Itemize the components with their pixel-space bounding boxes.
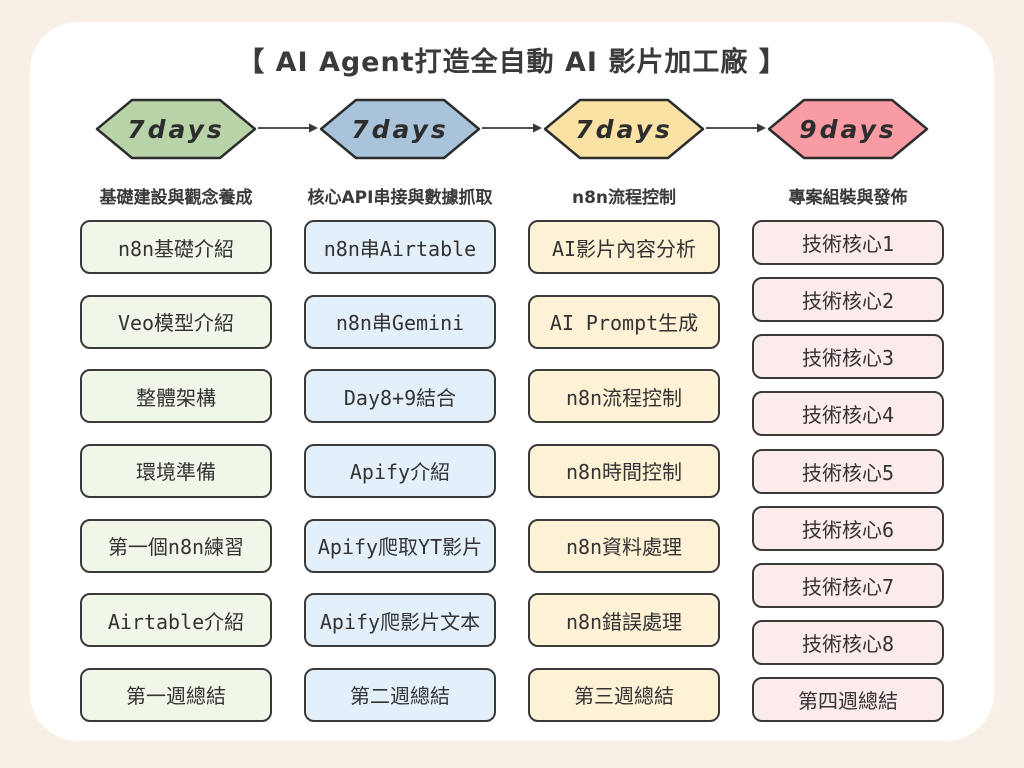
topic-box: 第二週總結 bbox=[304, 667, 496, 722]
duration-hexagon-week3: 7days bbox=[542, 97, 706, 161]
topic-box: n8n基礎介紹 bbox=[80, 220, 272, 274]
hexagon-shape bbox=[95, 98, 257, 160]
topic-box: 技術核心7 bbox=[752, 562, 944, 608]
topic-box: n8n串Gemini bbox=[304, 294, 496, 349]
duration-label: 7days bbox=[351, 114, 449, 144]
topic-box: 整體架構 bbox=[80, 369, 272, 424]
column-week1: 7days 基礎建設與觀念養成 n8n基礎介紹 Veo模型介紹 整體架構 環境準… bbox=[80, 97, 272, 727]
topic-box: 第三週總結 bbox=[528, 667, 720, 722]
topic-box: Apify爬取YT影片 bbox=[304, 518, 496, 573]
topic-box: Day8+9結合 bbox=[304, 369, 496, 424]
column-week4: 9days 專案組裝與發佈 技術核心1 技術核心2 技術核心3 技術核心4 技術… bbox=[752, 97, 944, 727]
column-subtitle: n8n流程控制 bbox=[571, 188, 677, 208]
topic-box: 技術核心3 bbox=[752, 334, 944, 380]
flow-arrow-icon bbox=[258, 123, 318, 133]
column-week2: 7days 核心API串接與數據抓取 n8n串Airtable n8n串Gemi… bbox=[304, 97, 496, 727]
topic-box: 環境準備 bbox=[80, 443, 272, 498]
column-week3: 7days n8n流程控制 AI影片內容分析 AI Prompt生成 n8n流程… bbox=[528, 97, 720, 727]
roadmap-card: 【 AI Agent打造全自動 AI 影片加工廠 】 7days 基礎建設與觀念… bbox=[30, 22, 994, 741]
duration-label: 7days bbox=[575, 114, 673, 144]
column-subtitle: 專案組裝與發佈 bbox=[788, 188, 908, 208]
duration-hexagon-week4: 9days bbox=[766, 97, 930, 161]
topic-box: Veo模型介紹 bbox=[80, 294, 272, 349]
topic-box: n8n錯誤處理 bbox=[528, 593, 720, 648]
topic-list: n8n基礎介紹 Veo模型介紹 整體架構 環境準備 第一個n8n練習 Airta… bbox=[80, 220, 272, 722]
column-subtitle: 核心API串接與數據抓取 bbox=[307, 188, 493, 208]
topic-box: 技術核心8 bbox=[752, 619, 944, 665]
topic-box: 技術核心4 bbox=[752, 391, 944, 437]
duration-hexagon-week2: 7days bbox=[318, 97, 482, 161]
topic-box: 技術核心6 bbox=[752, 505, 944, 551]
duration-label: 7days bbox=[127, 114, 225, 144]
page-title: 【 AI Agent打造全自動 AI 影片加工廠 】 bbox=[237, 47, 787, 78]
topic-box: 技術核心1 bbox=[752, 220, 944, 265]
hexagon-shape bbox=[767, 98, 929, 160]
duration-label: 9days bbox=[799, 114, 897, 144]
topic-box: AI影片內容分析 bbox=[528, 220, 720, 274]
topic-box: n8n串Airtable bbox=[304, 220, 496, 274]
column-subtitle: 基礎建設與觀念養成 bbox=[99, 188, 253, 208]
topic-box: 技術核心2 bbox=[752, 277, 944, 323]
topic-box: 第一週總結 bbox=[80, 667, 272, 722]
topic-list: AI影片內容分析 AI Prompt生成 n8n流程控制 n8n時間控制 n8n… bbox=[528, 220, 720, 722]
hexagon-shape bbox=[319, 98, 481, 160]
hexagon-shape bbox=[543, 98, 705, 160]
flow-arrow-icon bbox=[482, 123, 542, 133]
topic-box: n8n資料處理 bbox=[528, 518, 720, 573]
topic-list: n8n串Airtable n8n串Gemini Day8+9結合 Apify介紹… bbox=[304, 220, 496, 722]
flow-arrow-icon bbox=[706, 123, 766, 133]
topic-box: Apify爬影片文本 bbox=[304, 593, 496, 648]
duration-hexagon-week1: 7days bbox=[94, 97, 258, 161]
topic-box: n8n時間控制 bbox=[528, 443, 720, 498]
topic-box: 第一個n8n練習 bbox=[80, 518, 272, 573]
topic-box: n8n流程控制 bbox=[528, 369, 720, 424]
topic-list: 技術核心1 技術核心2 技術核心3 技術核心4 技術核心5 技術核心6 技術核心… bbox=[752, 220, 944, 722]
topic-box: Airtable介紹 bbox=[80, 593, 272, 648]
topic-box: AI Prompt生成 bbox=[528, 294, 720, 349]
topic-box: 技術核心5 bbox=[752, 448, 944, 494]
topic-box: 第四週總結 bbox=[752, 677, 944, 722]
topic-box: Apify介紹 bbox=[304, 443, 496, 498]
